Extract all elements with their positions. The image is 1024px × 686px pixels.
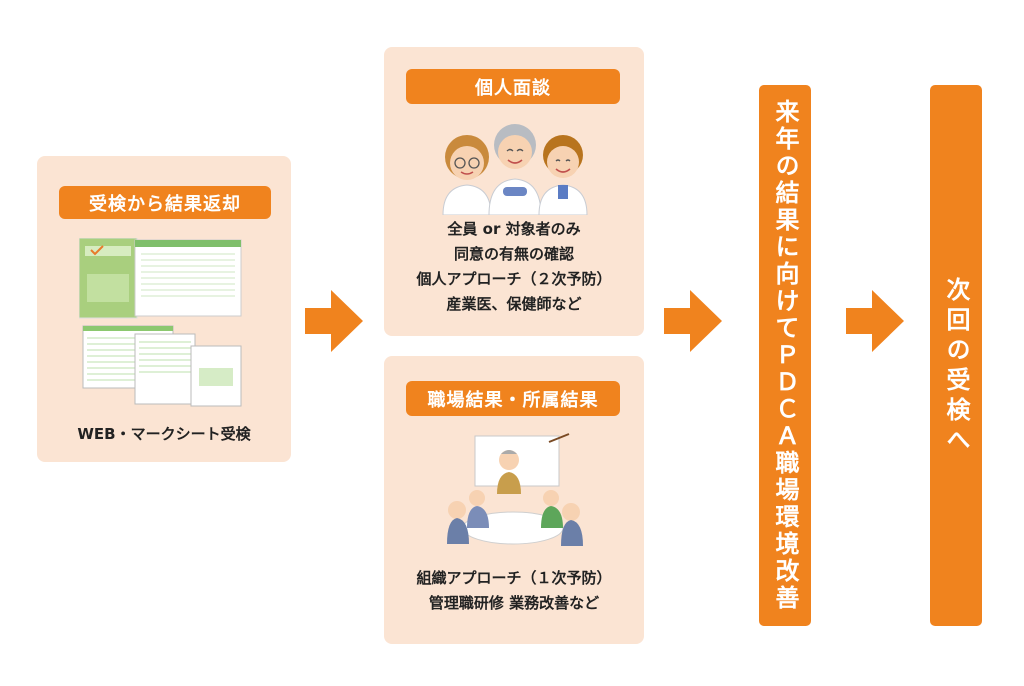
interview-title: 個人面談 (406, 69, 620, 104)
exam-panel: 受検から結果返却 (37, 156, 291, 462)
next-exam-bar: 次回の受検へ (930, 85, 982, 626)
interview-line: 同意の有無の確認 (453, 245, 574, 263)
meeting-illustration (439, 432, 589, 552)
arrow-right-icon (305, 290, 363, 352)
arrow-right-icon (846, 290, 904, 352)
exam-caption: WEB・マークシート受検 (77, 425, 251, 443)
doctors-illustration (439, 115, 589, 215)
interview-line: 全員 or 対象者のみ (447, 220, 581, 238)
next-exam-text: 次回の受検へ (942, 277, 970, 457)
interview-caption: 全員 or 対象者のみ 同意の有無の確認 個人アプローチ（２次予防） 産業医、保… (384, 217, 644, 317)
exam-title: 受検から結果返却 (59, 186, 271, 219)
interview-line: 産業医、保健師など (446, 295, 582, 313)
interview-panel: 個人面談 全員 or 対象者のみ 同意の有無の確 (384, 47, 644, 336)
workplace-title: 職場結果・所属結果 (406, 381, 620, 416)
exam-forms-illustration (79, 238, 249, 408)
workplace-line: 組織アプローチ（１次予防） (416, 569, 612, 587)
workplace-line: 管理職研修 業務改善など (428, 594, 600, 612)
interview-line: 個人アプローチ（２次予防） (416, 270, 612, 288)
workplace-caption: 組織アプローチ（１次予防） 管理職研修 業務改善など (384, 566, 644, 616)
arrow-right-icon (664, 290, 722, 352)
pdca-bar: 来年の結果に向けてＰＤＣＡ職場環境改善 (759, 85, 811, 626)
pdca-text: 来年の結果に向けてＰＤＣＡ職場環境改善 (771, 99, 799, 612)
workplace-panel: 職場結果・所属結果 組織アプローチ（１次予防） 管理職研修 業務改善など (384, 356, 644, 644)
